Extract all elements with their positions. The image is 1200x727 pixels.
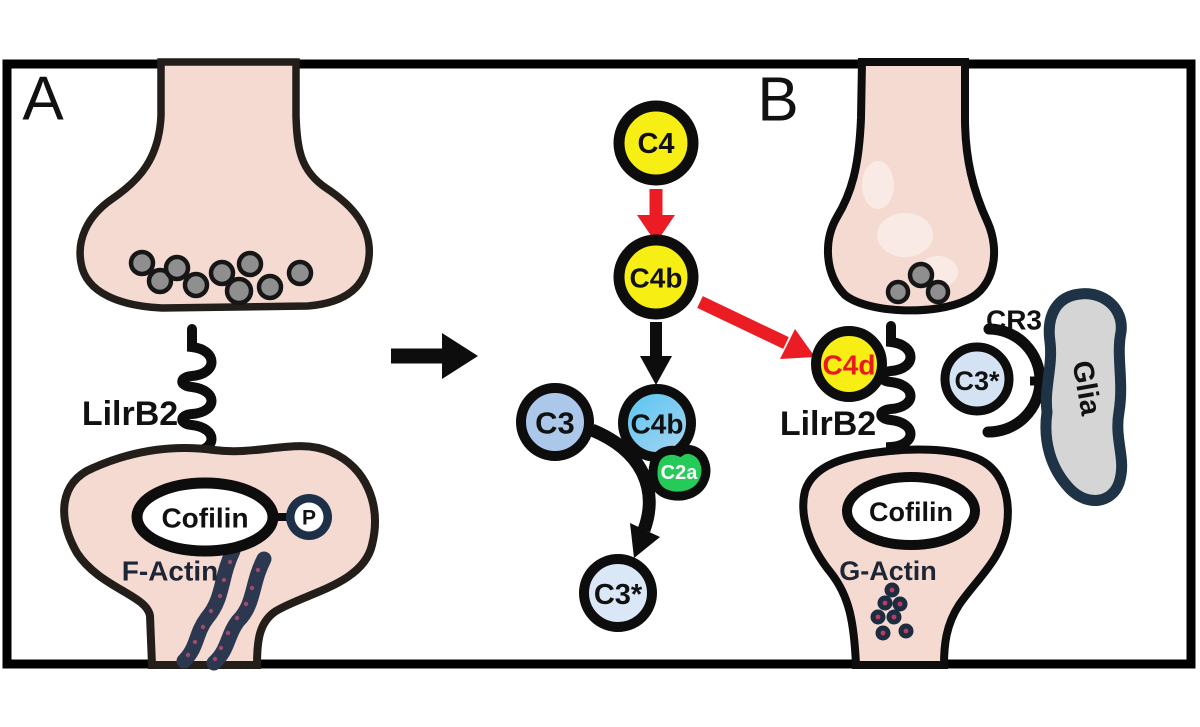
- presynaptic-terminal-b: [824, 58, 999, 315]
- vesicle-icon: [208, 259, 236, 287]
- gactin-monomer: [877, 595, 893, 611]
- cofilin-label-b: Cofilin: [869, 497, 953, 527]
- arrow-head-icon: [780, 329, 815, 359]
- c3-activated-label-b: C3*: [954, 366, 1000, 396]
- synaptic-vesicles-a: [128, 249, 314, 306]
- vesicle-icon: [256, 273, 284, 301]
- vesicle-icon: [146, 267, 174, 295]
- vesicle-icon: [163, 254, 191, 282]
- c3-activated-circle-b: [940, 342, 1014, 416]
- transition-arrow: [391, 333, 478, 379]
- red-arrow-c4-to-c4b: [637, 189, 675, 243]
- c4b-convertase-label: C4b: [631, 409, 684, 440]
- presynaptic-terminal-a: [76, 58, 373, 312]
- panel-a-label: A: [22, 65, 64, 134]
- black-arrow-c4b-down: [640, 322, 672, 385]
- vesicle-icon: [907, 261, 935, 289]
- gactin-label: G-Actin: [839, 556, 937, 586]
- c3-activated-label: C3*: [594, 579, 643, 611]
- lilrb2-label-b: LilrB2: [780, 405, 876, 443]
- arrow-head-icon: [637, 215, 675, 243]
- factin-filament: [206, 551, 272, 671]
- c3-circle: [516, 383, 594, 461]
- gactin-monomer: [886, 609, 902, 625]
- vesicle-icon: [128, 249, 156, 277]
- lilrb2-receptor-coil-a: [177, 324, 217, 483]
- vesicle-icon: [885, 279, 911, 305]
- c4-label: C4: [637, 128, 674, 160]
- red-arrow-c4b-to-c4d: [697, 296, 815, 359]
- arrow-head-icon: [630, 523, 660, 558]
- factin-speckles: [185, 559, 261, 662]
- vesicle-icon: [925, 279, 951, 305]
- cr3-label: CR3: [986, 305, 1042, 336]
- panel-a: A LilrB2 Cofilin P F-Actin: [22, 58, 379, 671]
- vesicle-icon: [224, 276, 254, 306]
- phosphate-circle: [294, 502, 324, 532]
- c3-label: C3: [535, 406, 575, 441]
- panel-b-label: B: [757, 66, 798, 135]
- c2a-label: C2a: [661, 462, 699, 484]
- c4d-circle: [811, 326, 887, 402]
- gactin-monomer: [898, 623, 914, 639]
- arrow-head-icon: [442, 333, 478, 379]
- factin-label: F-Actin: [122, 556, 218, 587]
- cofilin-label-a: Cofilin: [161, 503, 248, 534]
- complement-cascade: C4 C4b C3 C4b C2a: [516, 100, 815, 632]
- glia-cell: [1040, 288, 1128, 506]
- c3-activated-circle: [579, 554, 657, 632]
- phosphate-label: P: [302, 507, 316, 530]
- factin-filaments: [176, 543, 272, 671]
- gactin-monomers: [870, 582, 914, 641]
- factin-filament: [176, 543, 241, 669]
- c4-circle: [613, 100, 699, 186]
- gactin-monomer: [870, 609, 886, 625]
- lilrb2-label-a: LilrB2: [82, 395, 178, 433]
- vesicle-icon: [182, 271, 210, 299]
- gactin-monomer: [884, 582, 900, 598]
- gactin-monomer: [892, 596, 908, 612]
- c4d-label: C4d: [823, 350, 876, 381]
- c4b-circle: [613, 234, 699, 320]
- c4b-label: C4b: [630, 263, 683, 294]
- curved-arrow-c3-activation: [589, 423, 660, 558]
- gactin-monomer: [875, 625, 891, 641]
- panel-b: C4d: [757, 58, 1128, 669]
- c2a-circle: [648, 444, 711, 501]
- vesicle-icon: [286, 259, 314, 287]
- vesicle-icon: [236, 250, 264, 278]
- lilrb2-receptor-coil-b: [876, 321, 916, 502]
- synaptic-vesicles-b: [885, 261, 951, 305]
- cofilin-oval-b: [842, 472, 980, 550]
- arrow-head-icon: [640, 356, 672, 385]
